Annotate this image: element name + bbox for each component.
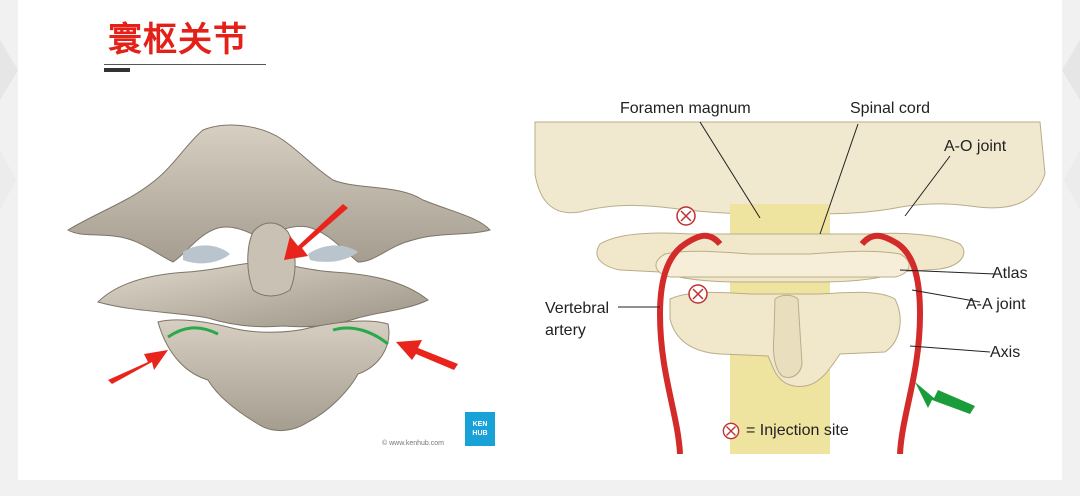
title-accent-bar <box>104 68 130 72</box>
label-spinal-cord: Spinal cord <box>850 100 930 118</box>
label-aa-joint: A-A joint <box>966 296 1026 314</box>
label-ao-joint: A-O joint <box>944 138 1006 156</box>
page-title: 寰枢关节 <box>108 12 248 61</box>
odontoid-process <box>248 223 295 296</box>
vertebrae-illustration <box>58 112 498 452</box>
arrow-left <box>108 350 168 384</box>
legend: = Injection site <box>722 422 849 440</box>
label-atlas: Atlas <box>992 265 1028 283</box>
copyright-watermark: © www.kenhub.com <box>382 440 444 447</box>
label-vertebral-line2: artery <box>545 322 586 340</box>
title-underline <box>104 64 266 65</box>
label-axis: Axis <box>990 344 1020 362</box>
green-arrow <box>915 382 975 414</box>
axis-bone <box>158 320 389 431</box>
corner-decoration-left-top <box>0 40 20 100</box>
atlas-anterior-arch <box>656 251 909 277</box>
label-vertebral-line1: Vertebral <box>545 300 609 318</box>
axis-spinous <box>773 295 802 377</box>
corner-decoration-right-mid <box>1062 150 1080 210</box>
corner-decoration-right-top <box>1062 40 1080 100</box>
arrow-right <box>396 340 458 370</box>
label-foramen-magnum: Foramen magnum <box>620 100 751 118</box>
injection-site-lower <box>689 285 707 303</box>
skull-base <box>535 122 1045 214</box>
injection-site-icon <box>722 422 740 440</box>
corner-decoration-left-mid <box>0 150 20 210</box>
legend-text: = Injection site <box>746 422 849 440</box>
ao-joint-cartilage-left <box>183 245 230 263</box>
injection-site-upper <box>677 207 695 225</box>
